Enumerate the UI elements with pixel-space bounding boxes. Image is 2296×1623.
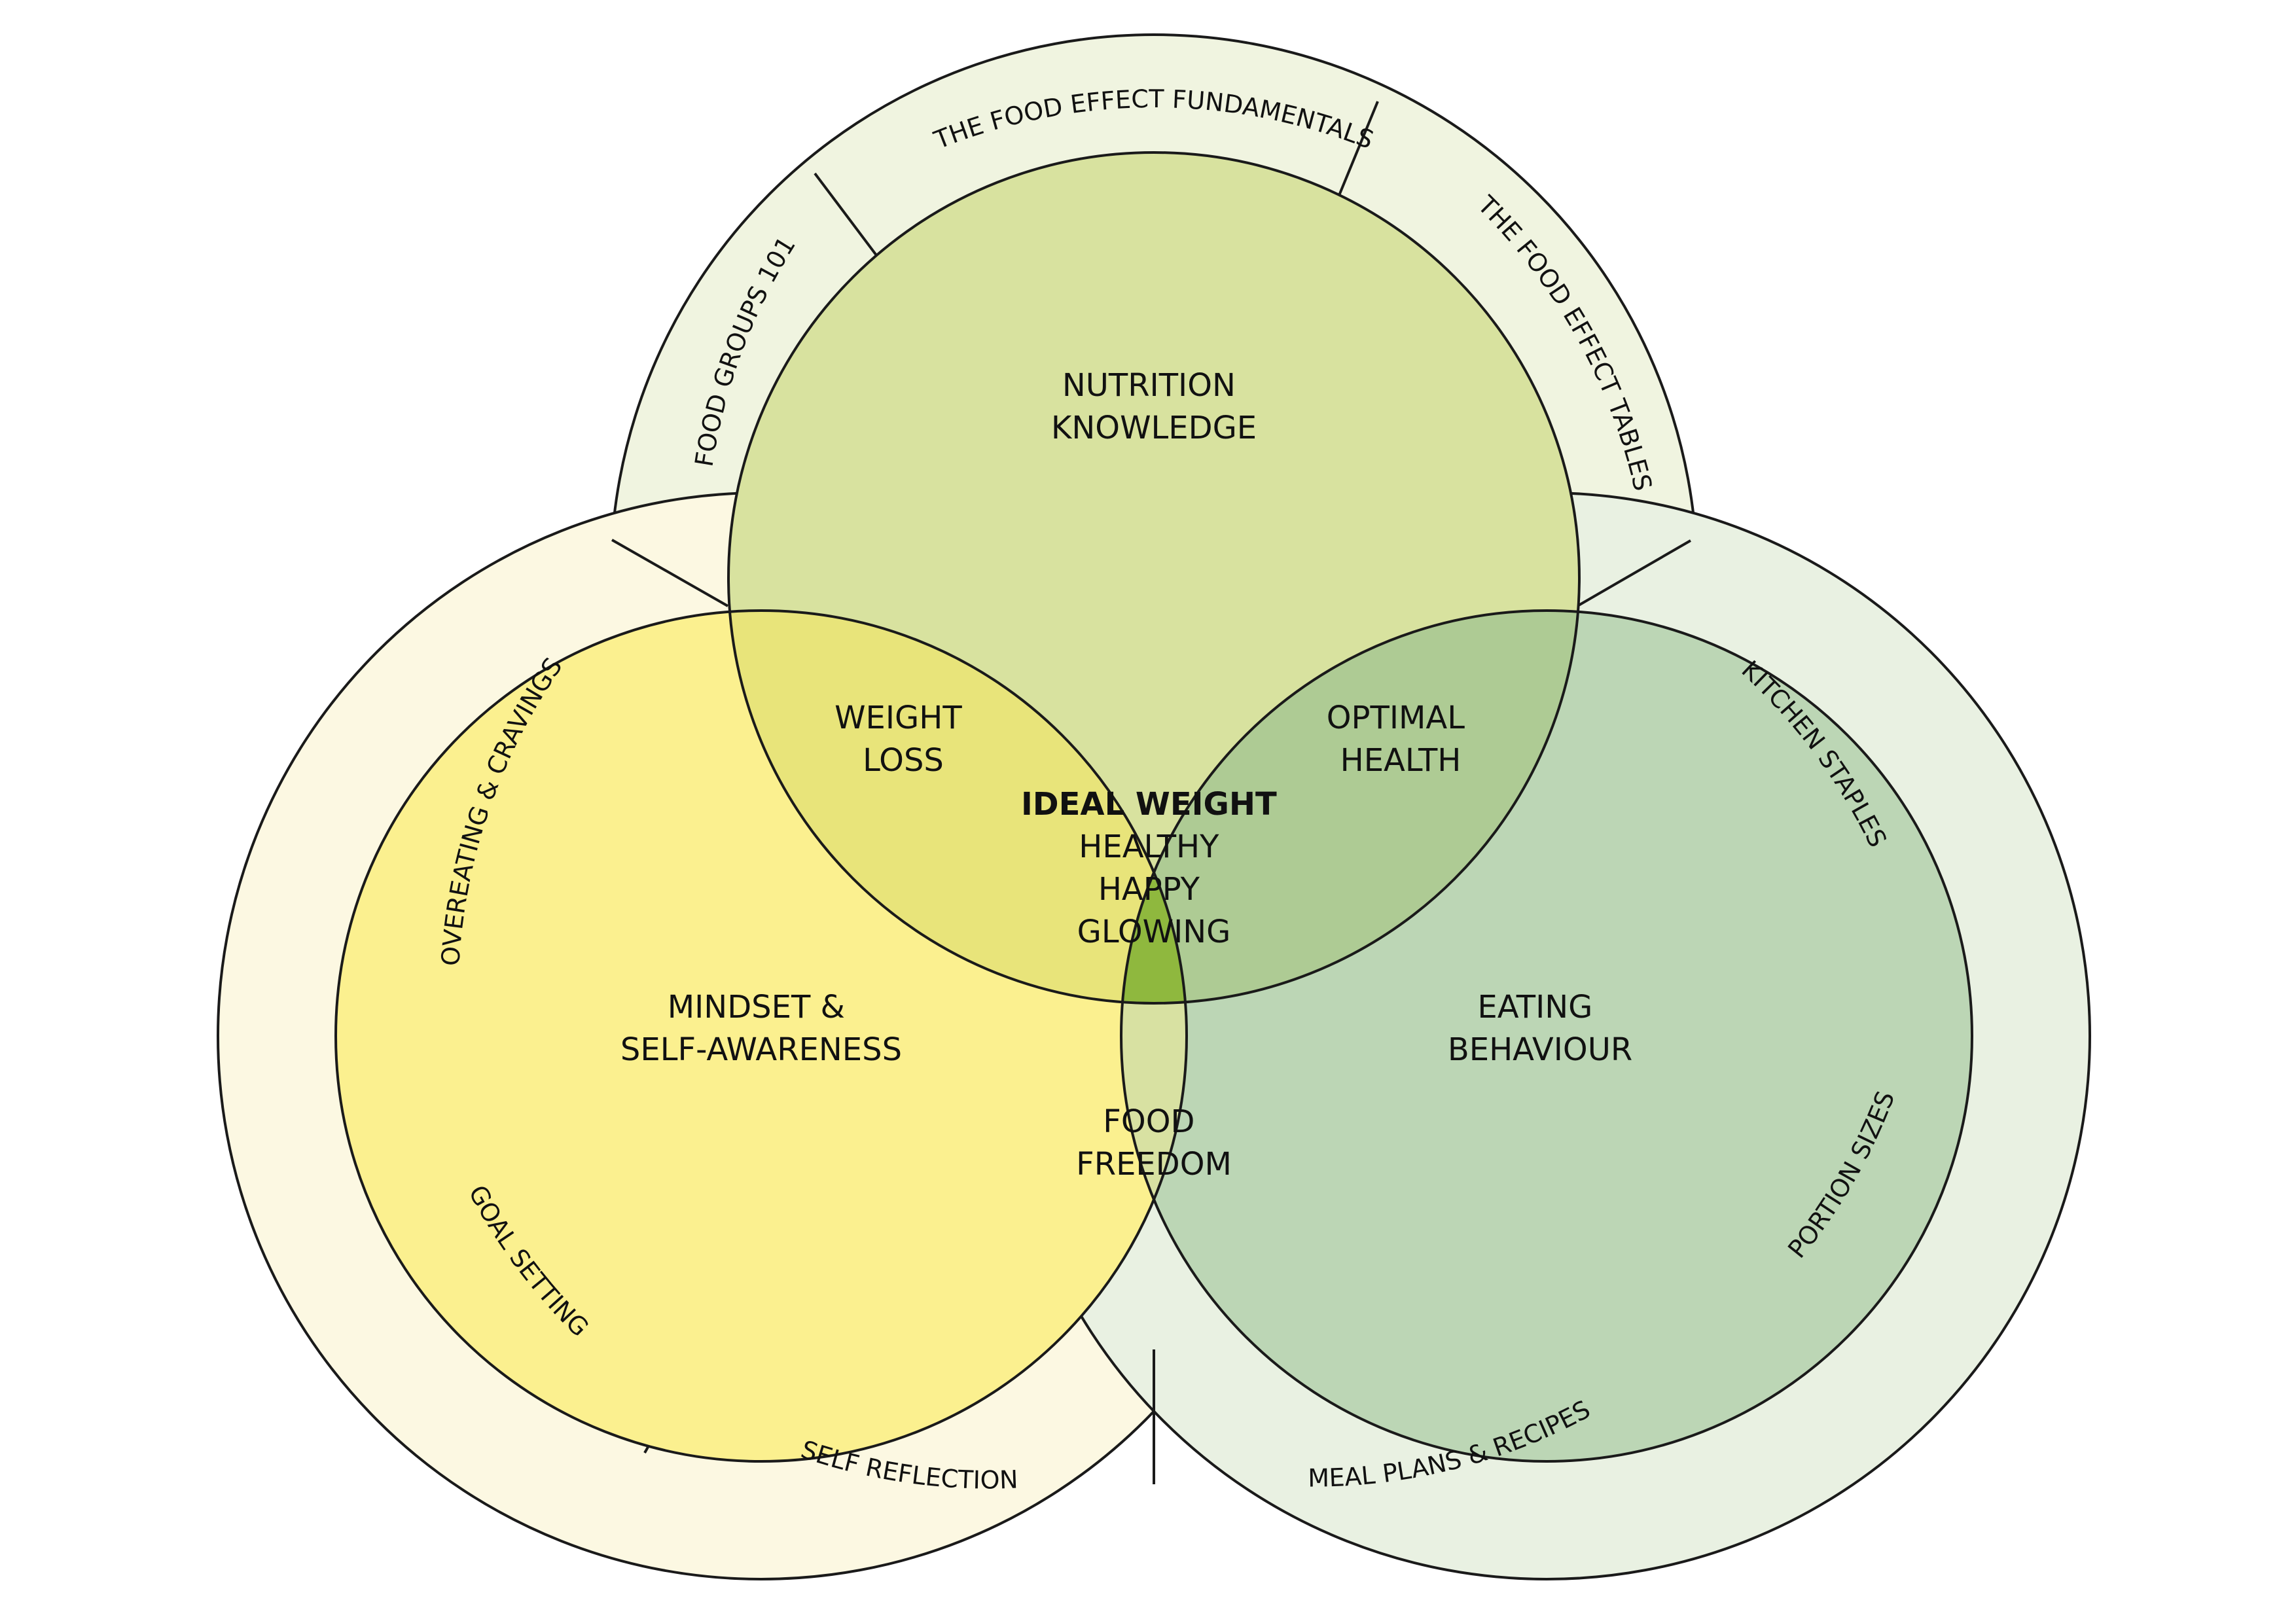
separator xyxy=(814,172,882,262)
label-food-freedom: FOOD FREEDOM xyxy=(1076,1103,1232,1183)
label-nutrition-knowledge: NUTRITION KNOWLEDGE xyxy=(1051,367,1257,446)
circle-outline-right xyxy=(1120,609,1973,1463)
label-optimal-health: OPTIMAL HEALTH xyxy=(1327,700,1475,779)
separator xyxy=(1576,539,1692,607)
circle-outline-top xyxy=(727,151,1581,1005)
label-center: IDEAL WEIGHT HEALTHY HAPPY GLOWING xyxy=(1021,786,1287,950)
label-weight-loss: WEIGHT LOSS xyxy=(834,700,972,779)
center-title: IDEAL WEIGHT xyxy=(1021,786,1277,823)
separator xyxy=(611,539,728,607)
separator xyxy=(1334,101,1379,205)
label-eating-behaviour: EATING BEHAVIOUR xyxy=(1448,989,1632,1068)
circle-outline-left xyxy=(334,609,1188,1463)
label-mindset: MINDSET & SELF-AWARENESS xyxy=(620,989,902,1068)
